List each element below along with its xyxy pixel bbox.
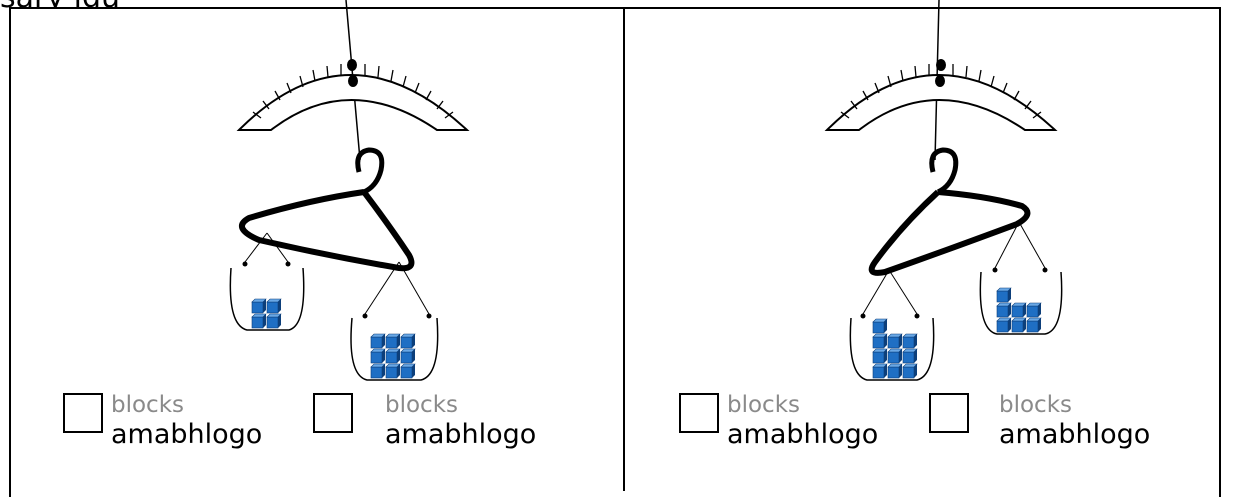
block-cube-icon <box>997 318 1011 332</box>
scale-dial-icon <box>827 59 1055 130</box>
block-cube-icon <box>873 349 887 363</box>
panel-right: blocks amabhlogo blocks amabhlogo <box>617 0 1229 491</box>
block-cube-icon <box>401 334 415 348</box>
block-cube-icon <box>252 314 266 328</box>
right-count-label: blocks <box>999 392 1072 418</box>
block-cube-icon <box>1027 318 1041 332</box>
hanger-scale-illustration <box>617 0 1229 400</box>
left-count-native-label: amabhlogo <box>727 420 878 450</box>
block-cube-icon <box>1012 303 1026 317</box>
coat-hanger-icon <box>872 150 1028 273</box>
block-cube-icon <box>252 299 266 313</box>
hanger-scale-illustration <box>9 0 621 400</box>
left-count-label: blocks <box>727 392 800 418</box>
left-basket-blocks <box>873 319 917 378</box>
left-count-native-label: amabhlogo <box>111 420 262 450</box>
left-count-answer-box[interactable] <box>679 393 719 433</box>
block-cube-icon <box>873 319 887 333</box>
right-count-native-label: amabhlogo <box>999 420 1150 450</box>
left-basket-icon <box>850 270 933 380</box>
block-cube-icon <box>401 349 415 363</box>
block-cube-icon <box>873 364 887 378</box>
panel-left: blocks amabhlogo blocks amabhlogo <box>9 0 621 491</box>
left-basket-blocks <box>252 299 281 328</box>
right-count-label: blocks <box>385 392 458 418</box>
right-count-answer-box[interactable] <box>313 393 353 433</box>
block-cube-icon <box>371 349 385 363</box>
block-cube-icon <box>903 349 917 363</box>
right-basket-blocks <box>371 334 415 378</box>
right-count-answer-box[interactable] <box>929 393 969 433</box>
block-cube-icon <box>997 303 1011 317</box>
block-cube-icon <box>888 334 902 348</box>
block-cube-icon <box>903 364 917 378</box>
block-cube-icon <box>386 349 400 363</box>
block-cube-icon <box>386 364 400 378</box>
scale-dial-icon <box>239 59 467 130</box>
block-cube-icon <box>267 314 281 328</box>
coat-hanger-icon <box>242 150 412 268</box>
left-count-answer-box[interactable] <box>63 393 103 433</box>
block-cube-icon <box>386 334 400 348</box>
block-cube-icon <box>888 364 902 378</box>
block-cube-icon <box>903 334 917 348</box>
block-cube-icon <box>1012 318 1026 332</box>
block-cube-icon <box>888 349 902 363</box>
block-cube-icon <box>997 288 1011 302</box>
block-cube-icon <box>401 364 415 378</box>
right-basket-blocks <box>997 288 1041 332</box>
block-cube-icon <box>267 299 281 313</box>
right-count-native-label: amabhlogo <box>385 420 536 450</box>
left-count-label: blocks <box>111 392 184 418</box>
block-cube-icon <box>371 364 385 378</box>
block-cube-icon <box>1027 303 1041 317</box>
block-cube-icon <box>873 334 887 348</box>
block-cube-icon <box>371 334 385 348</box>
